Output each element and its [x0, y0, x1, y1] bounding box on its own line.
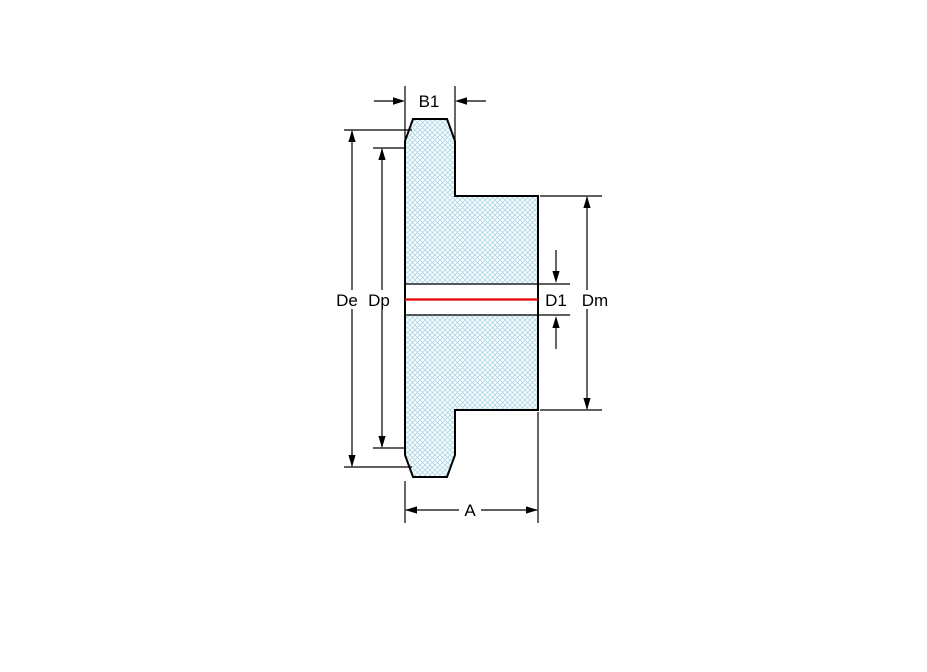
label-dm: Dm: [582, 291, 608, 310]
arrowhead-down-icon: [583, 398, 591, 410]
arrowhead-down-icon: [378, 436, 386, 448]
label-d1: D1: [545, 291, 567, 310]
arrowhead-down-icon: [348, 455, 356, 467]
dimension-de: De: [333, 129, 412, 468]
label-a: A: [464, 501, 476, 520]
dimension-d1: D1: [545, 250, 567, 349]
arrowhead-up-icon: [552, 316, 560, 328]
arrowhead-left-icon: [405, 506, 417, 514]
arrowhead-up-icon: [583, 196, 591, 208]
label-background: [333, 290, 361, 309]
label-background: [459, 500, 481, 519]
arrowhead-right-icon: [393, 97, 405, 105]
dimension-dp: Dp: [365, 147, 404, 449]
arrowhead-right-icon: [526, 506, 538, 514]
label-background: [577, 290, 612, 309]
label-de: De: [336, 291, 358, 310]
arrowhead-down-icon: [552, 271, 560, 283]
dimension-a: A: [404, 412, 539, 523]
arrowhead-left-icon: [455, 97, 467, 105]
dimension-dm: Dm: [540, 195, 612, 411]
label-b1: B1: [419, 92, 440, 111]
arrowhead-up-icon: [348, 130, 356, 142]
label-background: [365, 290, 394, 309]
dimension-b1: B1: [374, 86, 486, 140]
arrowhead-up-icon: [378, 148, 386, 160]
label-dp: Dp: [368, 291, 390, 310]
